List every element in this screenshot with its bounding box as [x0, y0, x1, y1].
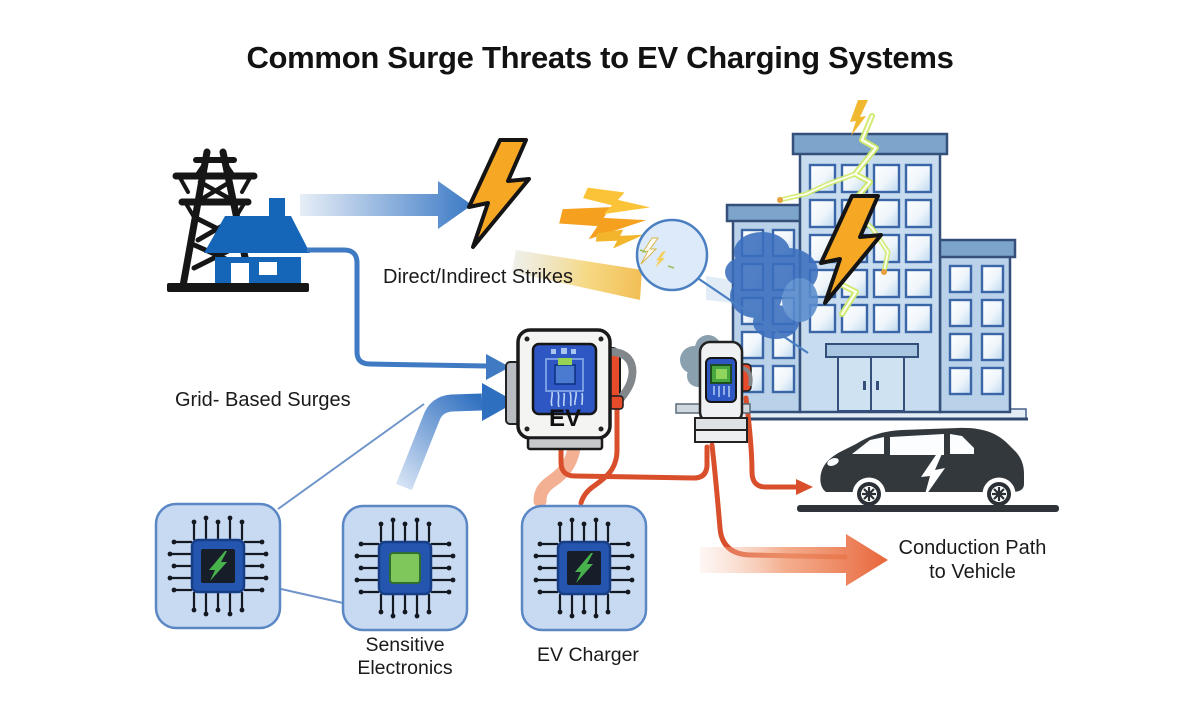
building-lightning-bolt-icon — [819, 194, 883, 305]
label-conduction-line2: to Vehicle — [929, 561, 1016, 583]
electronics-surge-arrow — [396, 383, 516, 491]
grid-arrow-icon — [300, 181, 472, 229]
label-conduction-path: Conduction Path to Vehicle — [875, 536, 1070, 584]
storm-cloud-icon — [725, 232, 818, 339]
surge-cables — [533, 395, 848, 560]
microchip-bolt-icon — [156, 504, 280, 628]
chip-connector-lines — [277, 403, 425, 604]
conduction-arrow-icon — [700, 534, 888, 586]
label-conduction-line1: Conduction Path — [898, 537, 1047, 559]
label-sensitive-electronics: Sensitive Electronics — [330, 634, 480, 680]
electric-car-icon — [797, 427, 1059, 512]
label-ev-charger: EV Charger — [537, 644, 639, 666]
page-title: Common Surge Threats to EV Charging Syst… — [246, 40, 954, 75]
label-direct-indirect-strikes: Direct/Indirect Strikes — [383, 266, 574, 288]
pedestal-charger-icon — [675, 335, 753, 443]
wallbox-charger-icon — [505, 328, 637, 451]
lightning-bolt-icon — [467, 138, 531, 249]
label-sensitive-line2: Electronics — [357, 657, 453, 679]
house-icon — [167, 198, 310, 292]
microchip-bolt-icon — [522, 506, 646, 630]
microchip-icon — [343, 506, 467, 630]
label-grid-based-surges: Grid- Based Surges — [175, 389, 351, 411]
building-door — [825, 343, 919, 412]
house-surge-arrow — [307, 247, 510, 380]
car-wheel — [982, 477, 1016, 511]
screen-chip-art — [545, 348, 584, 408]
label-ev-unit: EV — [548, 405, 581, 432]
car-wheel — [852, 477, 886, 511]
magnifier-lens-icon — [635, 218, 709, 292]
spark-bolts-icon — [557, 178, 652, 253]
label-sensitive-line1: Sensitive — [365, 634, 445, 656]
lens-pointer-line — [698, 278, 809, 354]
